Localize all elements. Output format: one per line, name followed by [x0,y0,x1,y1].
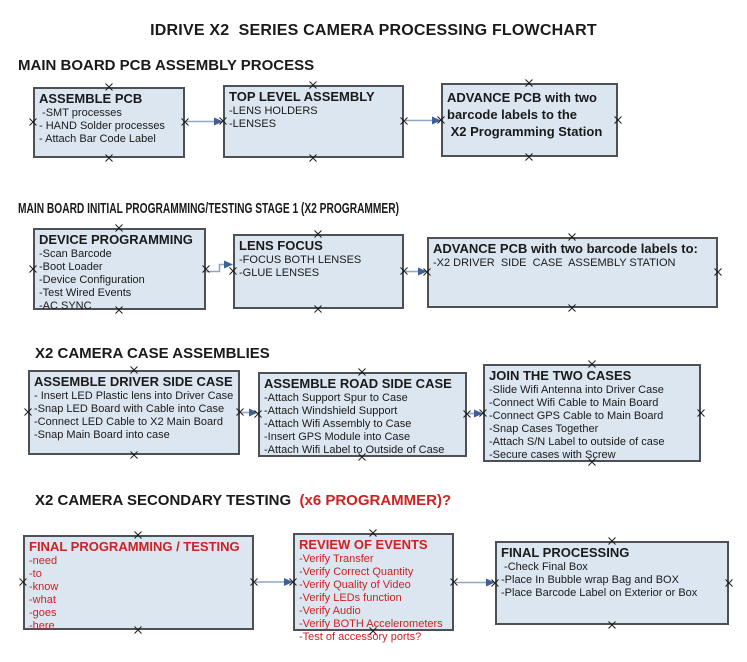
box-title: REVIEW OF EVENTS [299,537,428,552]
flow-box-lens-focus: LENS FOCUS -FOCUS BOTH LENSES -GLUE LENS… [233,234,404,309]
section-heading-red-part: (x6 PROGRAMMER)? [291,492,452,509]
box-items: -Scan Barcode -Boot Loader -Device Confi… [39,248,145,312]
box-title: TOP LEVEL ASSEMBLY [229,89,375,104]
arrow-deviceprog-to-lensfocus [206,260,233,273]
flow-box-device-programming: DEVICE PROGRAMMING -Scan Barcode -Boot L… [33,228,206,312]
box-items: -Verify Transfer -Verify Correct Quantit… [299,553,443,643]
flow-box-join-the-two-cases: JOIN THE TWO CASES -Slide Wifi Antenna i… [483,364,701,462]
box-items: -Slide Wifi Antenna into Driver Case -Co… [489,384,665,461]
box-title: ASSEMBLE ROAD SIDE CASE [264,376,452,391]
box-items: -Attach Support Spur to Case -Attach Win… [264,392,445,456]
flow-box-review-of-events: REVIEW OF EVENTS -Verify Transfer -Verif… [293,533,454,643]
section-heading-secondary-testing: X2 CAMERA SECONDARY TESTING (x6 PROGRAMM… [35,492,451,509]
section-heading-black-part: X2 CAMERA SECONDARY TESTING [35,492,292,509]
section-heading-case-assemblies: X2 CAMERA CASE ASSEMBLIES [35,345,270,362]
box-title: ADVANCE PCB with two barcode labels to t… [447,90,603,139]
box-title: ASSEMBLE DRIVER SIDE CASE [34,374,233,389]
box-title: FINAL PROCESSING [501,545,630,560]
flow-box-assemble-road-side-case: ASSEMBLE ROAD SIDE CASE -Attach Support … [258,372,467,457]
flow-box-assemble-pcb: ASSEMBLE PCB -SMT processes - HAND Solde… [33,87,185,158]
flow-box-final-processing: FINAL PROCESSING -Check Final Box -Place… [495,541,729,625]
box-items: - Insert LED Plastic lens into Driver Ca… [34,390,234,441]
box-title: JOIN THE TWO CASES [489,368,632,383]
flow-box-advance-pcb-driver-side: ADVANCE PCB with two barcode labels to: … [427,237,718,308]
page-title: IDRIVE X2 SERIES CAMERA PROCESSING FLOWC… [150,22,597,39]
box-items: -X2 DRIVER SIDE CASE ASSEMBLY STATION [433,257,676,269]
flow-box-top-level-assembly: TOP LEVEL ASSEMBLY -LENS HOLDERS -LENSES [223,85,404,158]
box-title: ADVANCE PCB with two barcode labels to: [433,241,698,256]
box-title: FINAL PROGRAMMING / TESTING [29,539,240,554]
flow-box-final-programming-testing: FINAL PROGRAMMING / TESTING -need -to -k… [23,535,254,632]
box-items: -FOCUS BOTH LENSES -GLUE LENSES [239,254,362,279]
box-title: LENS FOCUS [239,238,323,253]
flow-box-assemble-driver-side-case: ASSEMBLE DRIVER SIDE CASE - Insert LED P… [28,370,240,455]
box-title: ASSEMBLE PCB [39,91,143,106]
box-items: -LENS HOLDERS -LENSES [229,105,318,130]
box-items: -SMT processes - HAND Solder processes -… [39,107,165,145]
box-items: -need -to -know -what -goes -here [29,555,59,632]
flow-box-advance-pcb-programming-station: ADVANCE PCB with two barcode labels to t… [441,83,618,157]
box-title: DEVICE PROGRAMMING [39,232,193,247]
section-heading-initial-programming: MAIN BOARD INITIAL PROGRAMMING/TESTING S… [18,200,400,217]
section-heading-pcb-assembly: MAIN BOARD PCB ASSEMBLY PROCESS [18,57,315,74]
box-items: -Check Final Box -Place In Bubble wrap B… [501,561,698,599]
